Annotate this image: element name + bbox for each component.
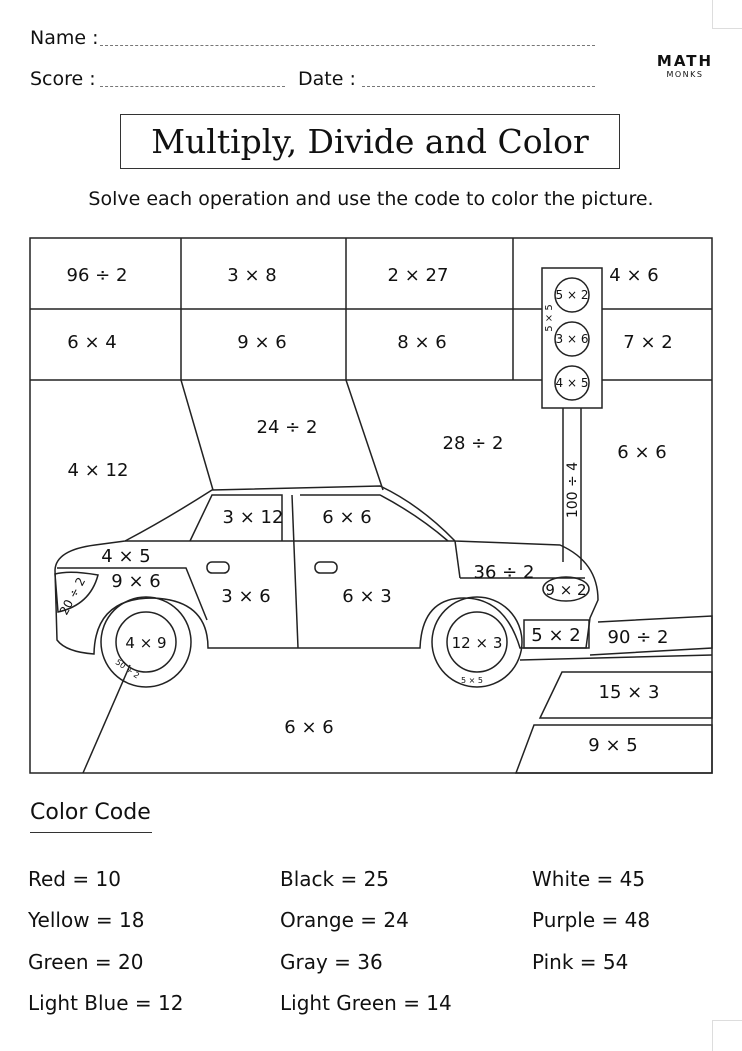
color-code-item: Light Green = 14 [280, 991, 452, 1015]
car-rear-line [57, 567, 208, 621]
car-label: 4 × 5 [101, 546, 150, 567]
color-by-number-picture: 96 ÷ 2 3 × 8 2 × 27 4 × 6 6 × 4 9 × 6 8 … [29, 237, 713, 774]
road-stripe [514, 724, 713, 774]
road-label: 6 × 6 [284, 717, 333, 738]
color-code-item: Orange = 24 [280, 908, 409, 932]
date-label: Date : [298, 68, 356, 90]
road-stripe [538, 671, 713, 719]
headlight [542, 576, 590, 602]
sky-divider [345, 379, 384, 491]
wheel-rim-label: 5 × 5 [461, 676, 483, 685]
tail-light [54, 571, 99, 613]
score-field[interactable] [100, 86, 285, 87]
color-code-item: White = 45 [532, 867, 646, 891]
car-label: 6 × 3 [342, 586, 391, 607]
light-label: 4 × 5 [556, 376, 589, 390]
traffic-light-box [541, 267, 603, 409]
rear-wheel-outer [100, 596, 192, 688]
light-circle [554, 277, 590, 313]
color-code-item: Yellow = 18 [28, 908, 145, 932]
grid-r2-c4: 7 × 2 [623, 332, 672, 353]
color-code-item: Pink = 54 [532, 950, 629, 974]
light-circle [554, 365, 590, 401]
worksheet-title: Multiply, Divide and Color [120, 114, 620, 169]
color-code-item: Black = 25 [280, 867, 390, 891]
headlight-label: 9 × 2 [545, 581, 586, 599]
corner-mark-bottom [712, 1020, 742, 1051]
color-code-item: Purple = 48 [532, 908, 651, 932]
sky-label: 4 × 12 [68, 460, 129, 481]
road-stripe [589, 615, 713, 656]
sky-label: 6 × 6 [617, 442, 666, 463]
grid-r2-c3: 8 × 6 [397, 332, 446, 353]
car-front-line [454, 540, 461, 579]
logo-bottom-text: MONKS [666, 70, 704, 79]
grid-r1-c4: 4 × 6 [609, 265, 658, 286]
light-label: 3 × 6 [556, 332, 589, 346]
traffic-light-side-label: 5 × 5 [544, 304, 555, 331]
car-label: 3 × 6 [221, 586, 270, 607]
name-field[interactable] [100, 45, 595, 46]
sky-divider [180, 379, 214, 491]
pole-label: 100 ÷ 4 [565, 462, 581, 518]
road-label: 9 × 5 [588, 735, 637, 756]
grid-r1-c2: 3 × 8 [227, 265, 276, 286]
road-stripe [519, 654, 713, 661]
logo-top-text: MATH [656, 52, 714, 70]
color-code-underline [30, 832, 152, 833]
tail-light-label: 20 ÷ 2 [57, 575, 88, 617]
car-label: 36 ÷ 2 [474, 562, 535, 583]
color-code-heading: Color Code [30, 800, 151, 825]
window-label: 6 × 6 [322, 507, 371, 528]
date-field[interactable] [362, 86, 595, 87]
light-label: 5 × 2 [556, 288, 589, 302]
color-code-item: Green = 20 [28, 950, 144, 974]
corner-mark-top [712, 0, 742, 29]
color-code-item: Red = 10 [28, 867, 121, 891]
front-bumper [523, 619, 590, 649]
road-label: 15 × 3 [599, 682, 660, 703]
car-label: 5 × 2 [531, 625, 580, 646]
window-label: 3 × 12 [223, 507, 284, 528]
car-window-line [189, 494, 283, 542]
car-label: 9 × 6 [111, 571, 160, 592]
car-body-outline [54, 485, 599, 655]
front-wheel-inner [446, 611, 508, 673]
road-label: 90 ÷ 2 [608, 627, 669, 648]
front-wheel-outer [431, 596, 523, 688]
rear-wheel-inner [115, 611, 177, 673]
car-door-line [291, 494, 299, 649]
name-label: Name : [30, 27, 99, 49]
grid-r1-c1: 96 ÷ 2 [67, 265, 128, 286]
road-edge [82, 664, 131, 774]
color-code-item: Light Blue = 12 [28, 991, 184, 1015]
math-monks-logo: MATH MONKS [656, 52, 714, 79]
light-circle [554, 321, 590, 357]
grid-r1-c3: 2 × 27 [388, 265, 449, 286]
grid-r2-c2: 9 × 6 [237, 332, 286, 353]
door-handle [314, 561, 338, 574]
picture-frame [29, 237, 713, 774]
wheel-label: 4 × 9 [125, 634, 166, 652]
sky-label: 24 ÷ 2 [257, 417, 318, 438]
door-handle [206, 561, 230, 574]
sky-label: 28 ÷ 2 [443, 433, 504, 454]
grid-r2-c1: 6 × 4 [67, 332, 116, 353]
instructions: Solve each operation and use the code to… [88, 188, 654, 210]
color-code-item: Gray = 36 [280, 950, 383, 974]
car-window-line [300, 494, 449, 542]
wheel-label: 12 × 3 [452, 634, 503, 652]
score-label: Score : [30, 68, 96, 90]
